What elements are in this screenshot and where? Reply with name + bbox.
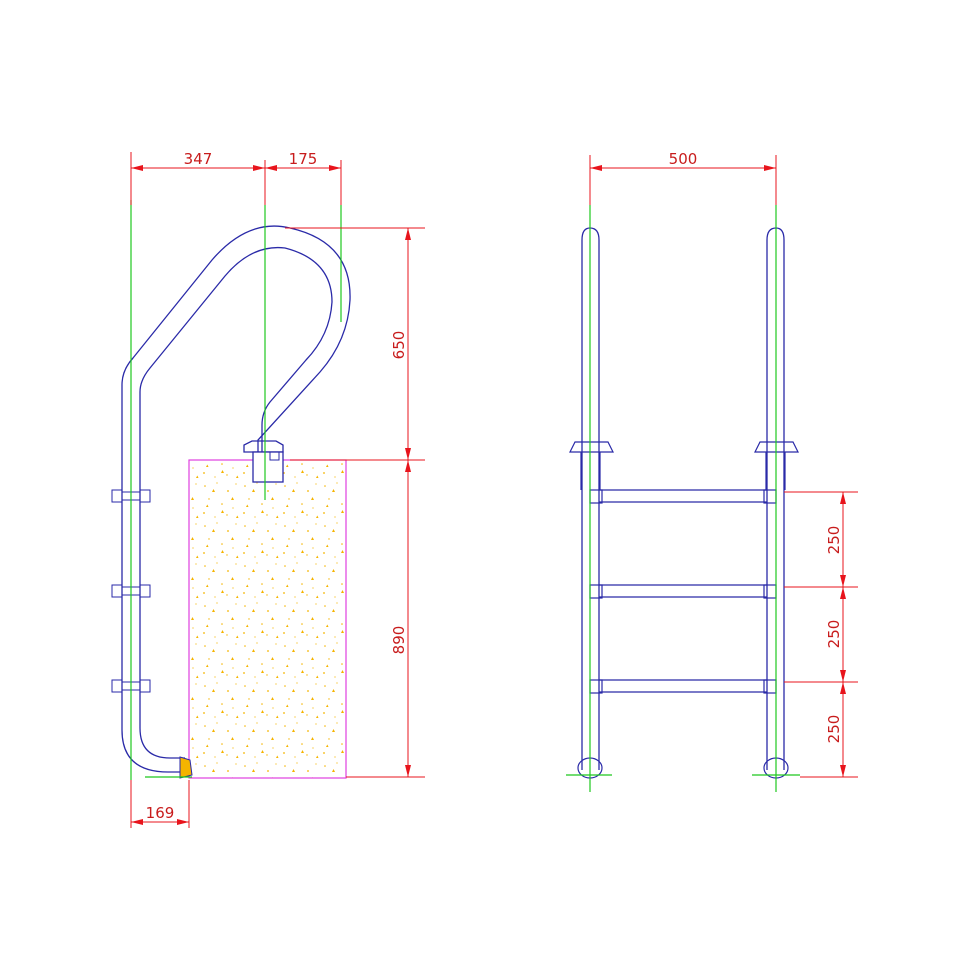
left-flange [569,441,614,490]
dimension-lines-side [130,152,425,828]
dim-label-step-3: 250 [825,715,843,744]
dimension-arrows-side [131,165,411,825]
dim-label-169: 169 [146,804,175,822]
anchor-socket [252,451,284,483]
right-flange [754,441,799,490]
bottom-foot [179,756,193,779]
dimension-lines-front [589,155,858,778]
dim-label-500: 500 [669,150,698,168]
dim-label-step-2: 250 [825,620,843,649]
anchor-socket-inner [269,451,280,461]
dim-label-step-1: 250 [825,526,843,555]
anchor-flange [243,440,284,453]
handrail-tube-inner [139,246,333,759]
step-1 [589,489,777,504]
dim-label-650: 650 [390,331,408,360]
step-2 [589,584,777,599]
dimension-arrows-front [590,165,846,777]
dim-label-890: 890 [390,626,408,655]
step-3 [589,679,777,694]
front-view: 500 250 250 250 [566,150,858,792]
dim-label-175: 175 [289,150,318,168]
concrete-block [188,459,347,779]
side-view: 347 175 650 890 169 [111,150,425,828]
left-foot [566,757,612,779]
dim-label-347: 347 [184,150,213,168]
